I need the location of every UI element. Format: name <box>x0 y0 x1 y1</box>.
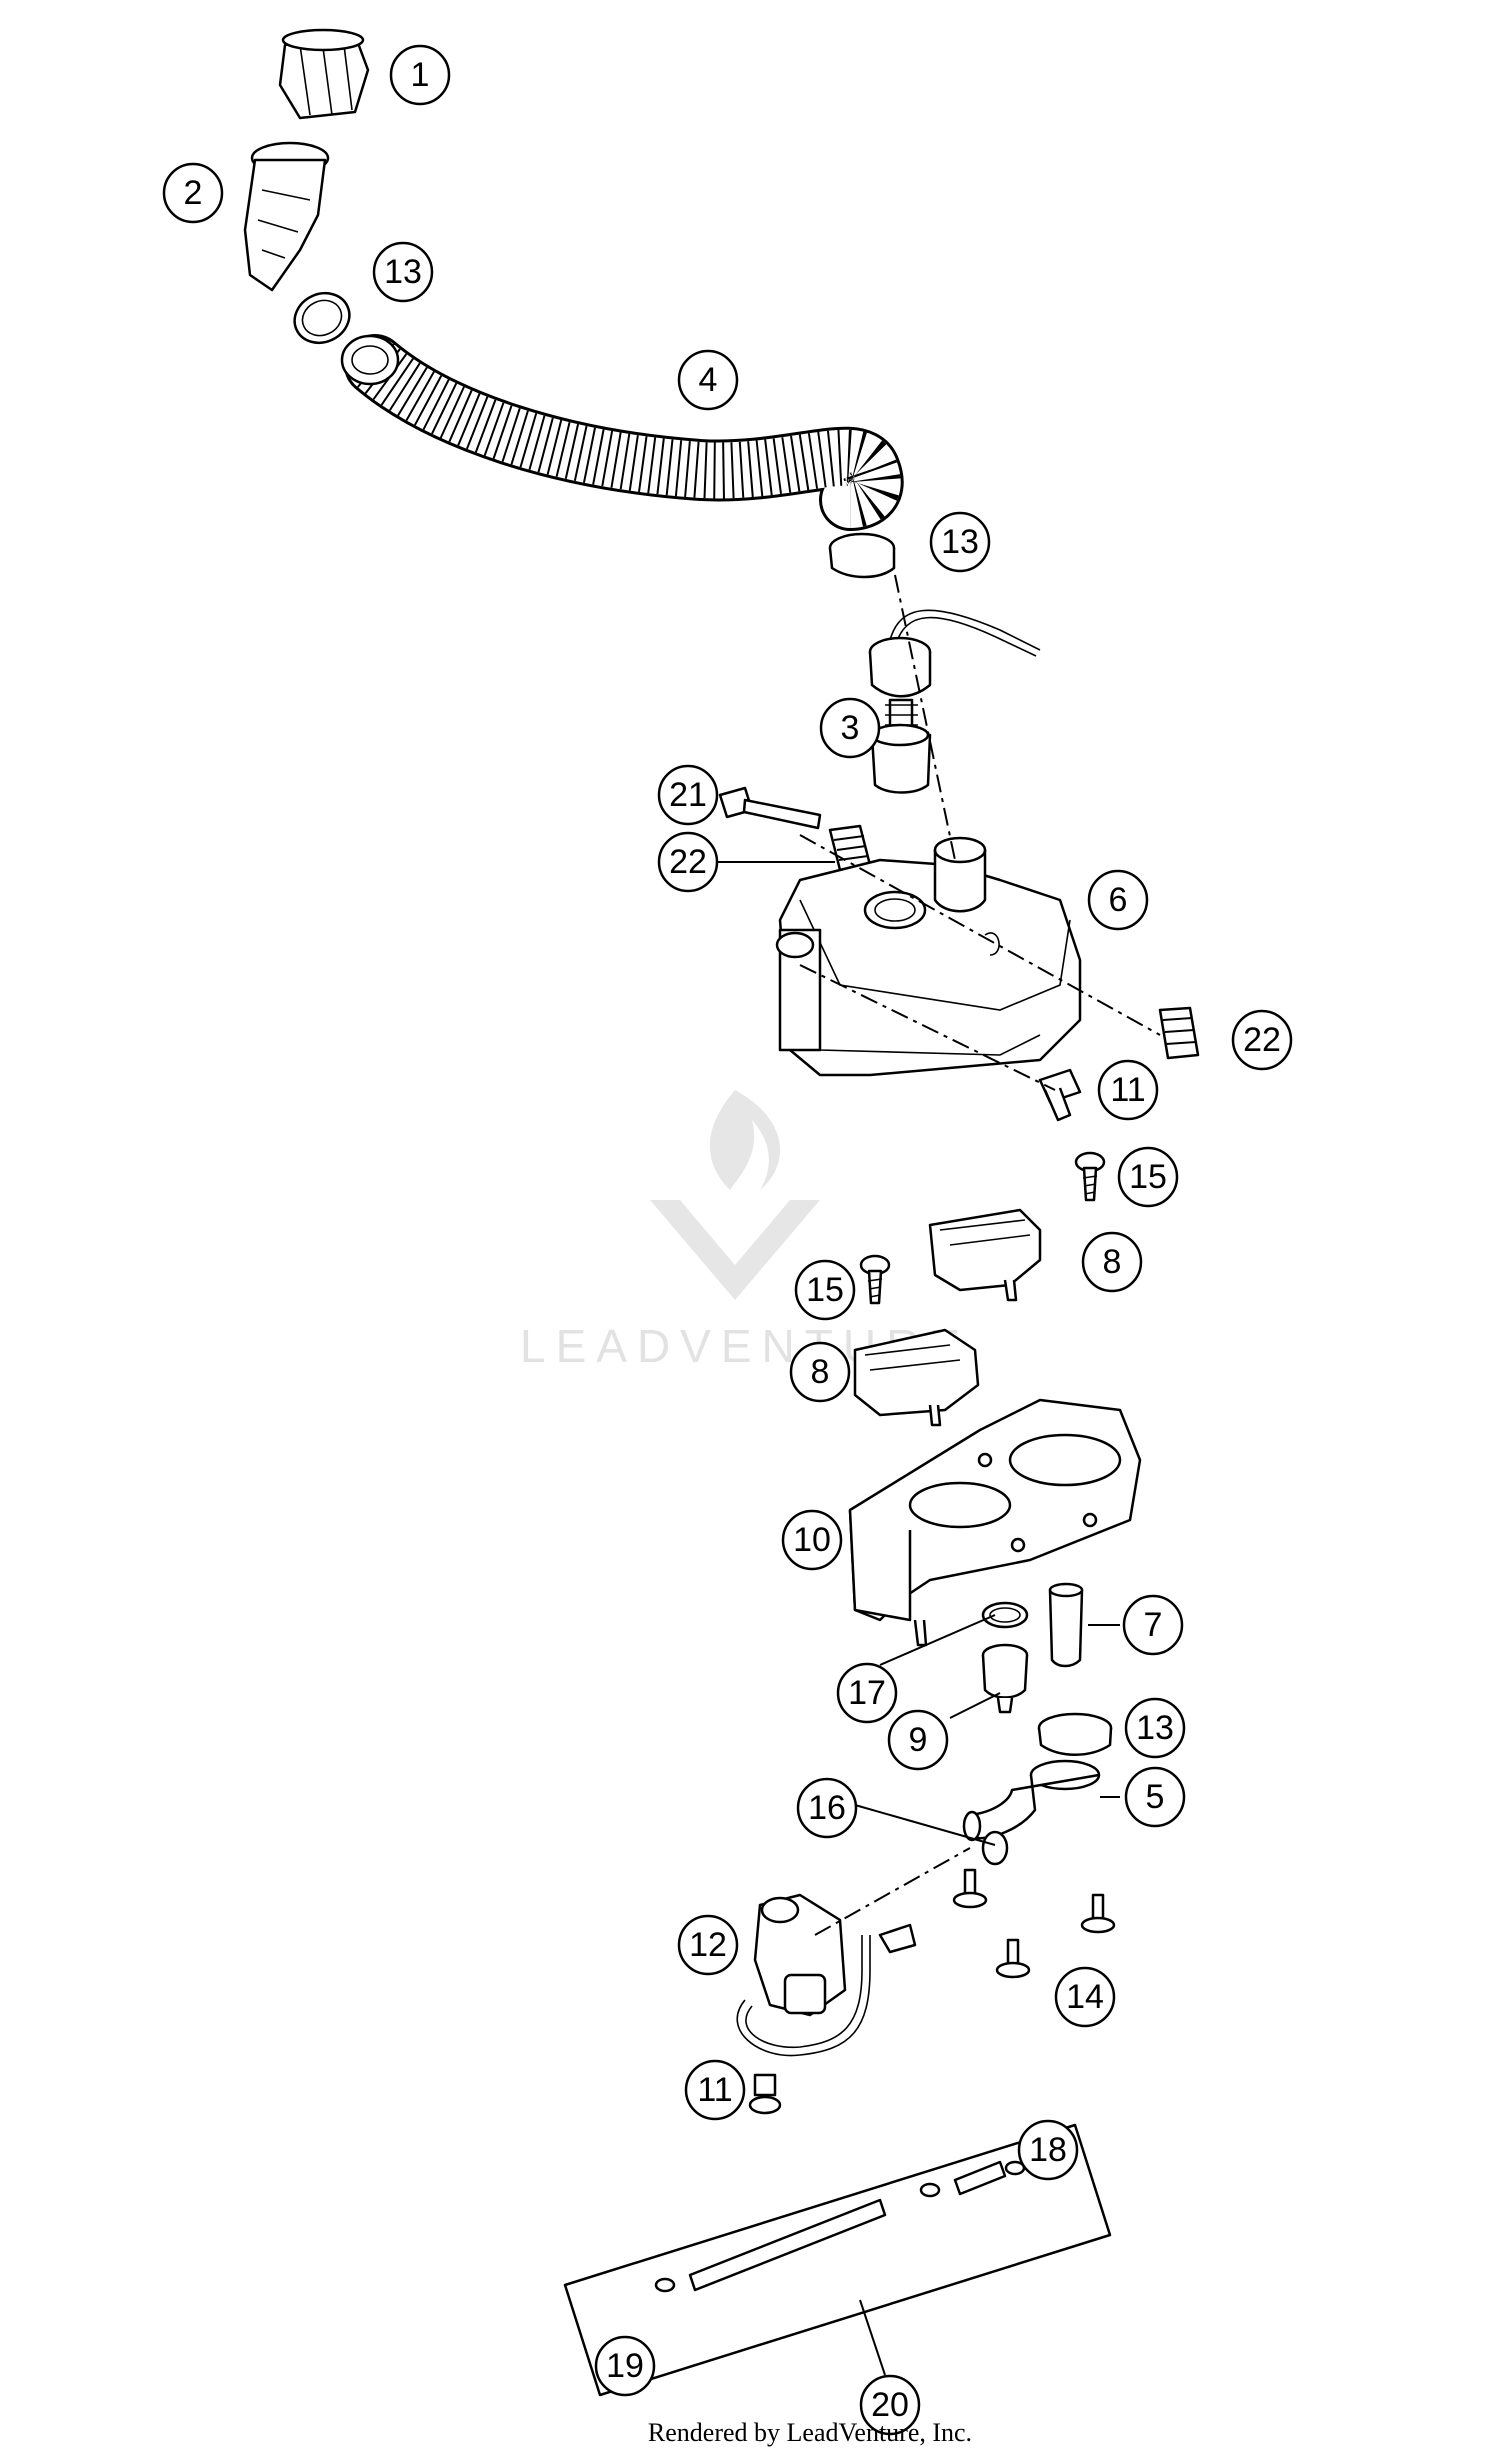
callout-22-right: 22 <box>1231 1009 1293 1071</box>
svg-text:8: 8 <box>811 1353 830 1391</box>
callout-6: 6 <box>1087 869 1149 931</box>
part-bolt-21 <box>718 786 822 830</box>
part-filter-tube <box>1048 1582 1084 1668</box>
part-clamp-16 <box>981 1830 1009 1866</box>
part-elbow-5 <box>962 1759 1101 1842</box>
footer-credit: Rendered by LeadVenture, Inc. <box>0 2418 1500 2448</box>
svg-text:8: 8 <box>1103 1243 1122 1281</box>
svg-text:2: 2 <box>184 174 203 212</box>
svg-text:18: 18 <box>1029 2131 1067 2169</box>
callout-19: 19 <box>594 2335 656 2397</box>
part-hose-clamp-middle <box>828 532 896 579</box>
part-sender-valve <box>868 609 1041 794</box>
callout-1: 1 <box>389 44 451 106</box>
part-sensor-8-upper <box>928 1208 1042 1302</box>
svg-text:9: 9 <box>909 1721 928 1759</box>
part-corrugated-hose <box>340 334 904 531</box>
part-screw-15-upper <box>1074 1151 1106 1202</box>
callout-18: 18 <box>1017 2119 1079 2181</box>
svg-text:13: 13 <box>384 253 422 291</box>
svg-text:11: 11 <box>697 2071 732 2109</box>
part-hose-kit-box <box>563 2123 1112 2397</box>
assembly-line-tank-bolt <box>799 964 1056 1091</box>
watermark: LEADVENTURE <box>520 1090 960 1372</box>
part-hose-clamp-lower <box>1037 1712 1113 1756</box>
callout-20: 20 <box>859 2374 921 2436</box>
part-screw-15-lower <box>859 1254 891 1305</box>
part-grommet-left <box>828 824 872 872</box>
callout-16: 16 <box>796 1777 858 1839</box>
leader-20 <box>859 2299 886 2376</box>
svg-text:20: 20 <box>871 2386 909 2424</box>
part-sensor-8-lower <box>853 1328 980 1427</box>
svg-text:16: 16 <box>808 1789 846 1827</box>
svg-text:13: 13 <box>941 523 979 561</box>
svg-text:12: 12 <box>689 1926 727 1964</box>
callout-2: 2 <box>162 162 224 224</box>
callout-14: 14 <box>1054 1966 1116 2028</box>
part-clamp-17 <box>981 1601 1029 1629</box>
svg-text:5: 5 <box>1146 1778 1165 1816</box>
part-filler-neck <box>243 141 330 292</box>
svg-text:22: 22 <box>1243 1021 1281 1059</box>
part-bracket <box>848 1398 1142 1647</box>
svg-text:21: 21 <box>669 776 707 814</box>
part-screw-14-a <box>952 1868 988 1909</box>
leader-9 <box>949 1692 1001 1719</box>
part-reservoir-tank <box>775 836 1082 1077</box>
callout-8-lower: 8 <box>789 1341 851 1403</box>
part-hose-clamp-upper <box>293 291 351 345</box>
callout-17: 17 <box>836 1662 898 1724</box>
callout-5: 5 <box>1124 1766 1186 1828</box>
callout-15-lower: 15 <box>794 1259 856 1321</box>
part-grommet-right <box>1158 1006 1200 1060</box>
callout-21: 21 <box>657 764 719 826</box>
callout-11-upper: 11 <box>1097 1059 1159 1121</box>
watermark-v-icon <box>650 1200 820 1300</box>
svg-text:6: 6 <box>1109 881 1128 919</box>
svg-text:17: 17 <box>848 1674 886 1712</box>
svg-text:7: 7 <box>1144 1606 1163 1644</box>
svg-text:11: 11 <box>1110 1071 1145 1109</box>
callout-4: 4 <box>677 349 739 411</box>
part-bolt-11-lower <box>748 2073 782 2115</box>
part-cap <box>278 28 370 120</box>
leader-16 <box>854 1804 996 1846</box>
svg-text:10: 10 <box>793 1521 831 1559</box>
callout-12: 12 <box>677 1914 739 1976</box>
part-screw-14-b <box>1080 1893 1116 1934</box>
part-pump-12 <box>736 1893 917 2057</box>
callout-13-middle: 13 <box>929 511 991 573</box>
assembly-line-pump-to-elbow <box>814 1847 971 1936</box>
callout-8-upper: 8 <box>1081 1231 1143 1293</box>
footer-text: Rendered by LeadVenture, Inc. <box>647 2418 973 2447</box>
callout-3: 3 <box>819 697 881 759</box>
callout-11-lower: 11 <box>684 2059 746 2121</box>
svg-text:3: 3 <box>841 709 860 747</box>
callout-10: 10 <box>781 1509 843 1571</box>
svg-text:14: 14 <box>1066 1978 1104 2016</box>
callout-15-upper: 15 <box>1117 1146 1179 1208</box>
svg-text:13: 13 <box>1136 1709 1174 1747</box>
svg-text:22: 22 <box>669 843 707 881</box>
svg-text:19: 19 <box>606 2347 644 2385</box>
callout-7: 7 <box>1122 1594 1184 1656</box>
svg-text:1: 1 <box>411 56 430 94</box>
part-screw-14-c <box>995 1938 1031 1979</box>
svg-text:15: 15 <box>1129 1158 1167 1196</box>
assembly-line-bolt-through-tank <box>799 834 1161 1036</box>
callout-9: 9 <box>887 1709 949 1771</box>
leader-17 <box>879 1614 996 1666</box>
callout-22-left: 22 <box>657 831 719 893</box>
callout-13-lower: 13 <box>1124 1697 1186 1759</box>
callout-13-upper: 13 <box>372 241 434 303</box>
svg-text:15: 15 <box>806 1271 844 1309</box>
part-fitting-9 <box>981 1643 1029 1714</box>
part-bolt-11-upper <box>1038 1068 1082 1122</box>
watermark-flame-icon <box>709 1090 781 1190</box>
assembly-line-hose-to-tank <box>894 574 956 861</box>
svg-text:4: 4 <box>699 361 718 399</box>
